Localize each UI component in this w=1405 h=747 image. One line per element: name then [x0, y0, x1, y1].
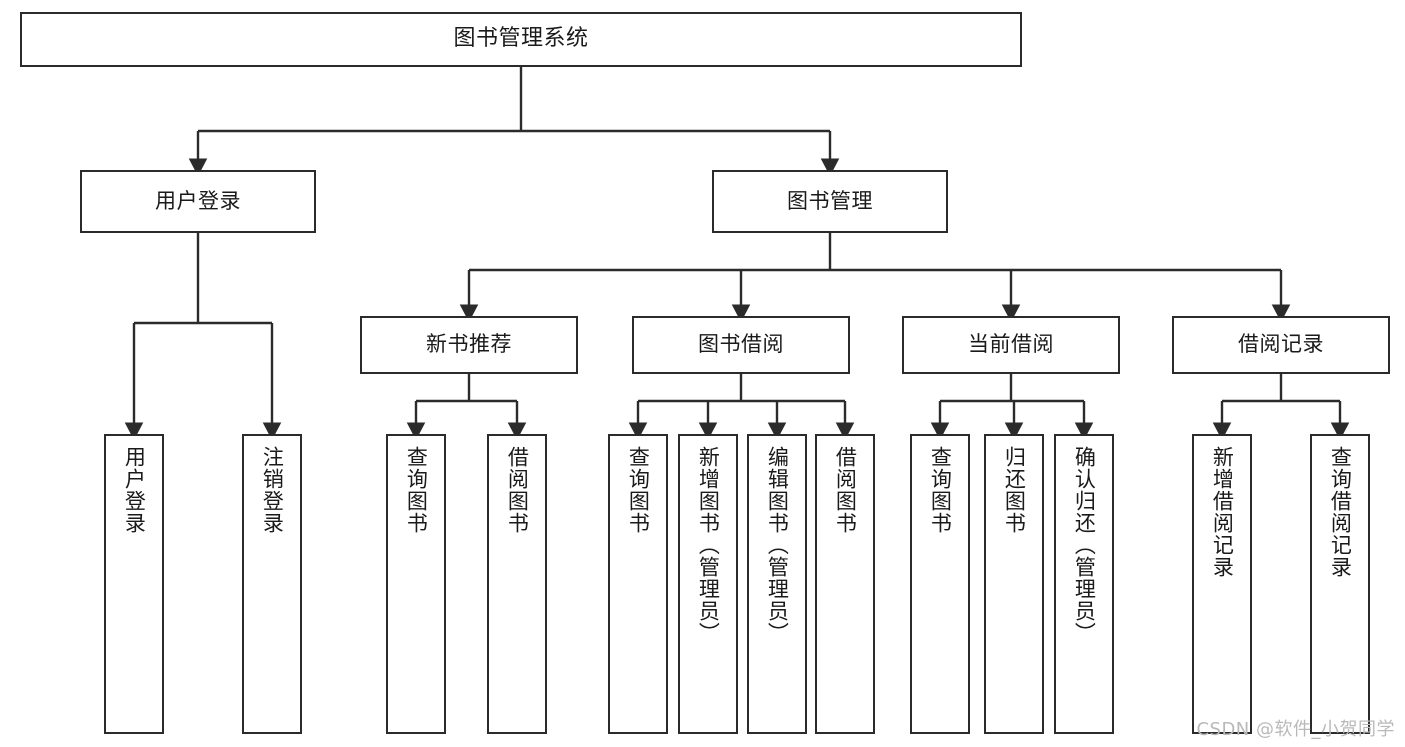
node-label: 借阅图书 [505, 446, 530, 534]
node-new-book-rec[interactable]: 新书推荐 [360, 316, 578, 374]
node-label: 确认归还（管理员） [1072, 446, 1097, 644]
node-leaf-bb-query[interactable]: 查询图书 [608, 434, 668, 734]
node-leaf-user-login[interactable]: 用户登录 [104, 434, 164, 734]
watermark: CSDN @软件_小贺同学 [1196, 719, 1395, 740]
node-label: 新增图书（管理员） [696, 446, 721, 644]
node-book-borrow[interactable]: 图书借阅 [632, 316, 850, 374]
node-leaf-bb-borrow[interactable]: 借阅图书 [815, 434, 875, 734]
node-root[interactable]: 图书管理系统 [20, 12, 1022, 67]
node-book-manage[interactable]: 图书管理 [712, 170, 948, 233]
node-leaf-logout[interactable]: 注销登录 [242, 434, 302, 734]
node-label: 新书推荐 [426, 332, 512, 357]
node-leaf-cb-confirm[interactable]: 确认归还（管理员） [1054, 434, 1114, 734]
node-label: 借阅记录 [1238, 332, 1324, 357]
node-leaf-cb-query[interactable]: 查询图书 [910, 434, 970, 734]
node-label: 图书管理 [787, 188, 873, 213]
node-leaf-br-add[interactable]: 新增借阅记录 [1192, 434, 1252, 734]
node-label: 借阅图书 [833, 446, 858, 534]
node-label: 查询图书 [626, 446, 651, 534]
node-leaf-bb-edit[interactable]: 编辑图书（管理员） [747, 434, 807, 734]
node-label: 图书管理系统 [453, 26, 589, 52]
node-user-login[interactable]: 用户登录 [80, 170, 316, 233]
node-label: 用户登录 [155, 188, 241, 213]
node-leaf-nbr-borrow[interactable]: 借阅图书 [487, 434, 547, 734]
node-label: 注销登录 [260, 446, 285, 534]
node-borrow-record[interactable]: 借阅记录 [1172, 316, 1390, 374]
node-label: 当前借阅 [968, 332, 1054, 357]
node-label: 查询图书 [928, 446, 953, 534]
node-label: 新增借阅记录 [1210, 446, 1235, 578]
node-label: 图书借阅 [698, 332, 784, 357]
node-current-borrow[interactable]: 当前借阅 [902, 316, 1120, 374]
node-leaf-cb-return[interactable]: 归还图书 [984, 434, 1044, 734]
node-leaf-br-query[interactable]: 查询借阅记录 [1310, 434, 1370, 734]
node-label: 归还图书 [1002, 446, 1027, 534]
node-label: 查询借阅记录 [1328, 446, 1353, 578]
node-label: 用户登录 [122, 446, 147, 534]
node-leaf-nbr-query[interactable]: 查询图书 [386, 434, 446, 734]
node-label: 编辑图书（管理员） [765, 446, 790, 644]
node-leaf-bb-add[interactable]: 新增图书（管理员） [678, 434, 738, 734]
node-label: 查询图书 [404, 446, 429, 534]
